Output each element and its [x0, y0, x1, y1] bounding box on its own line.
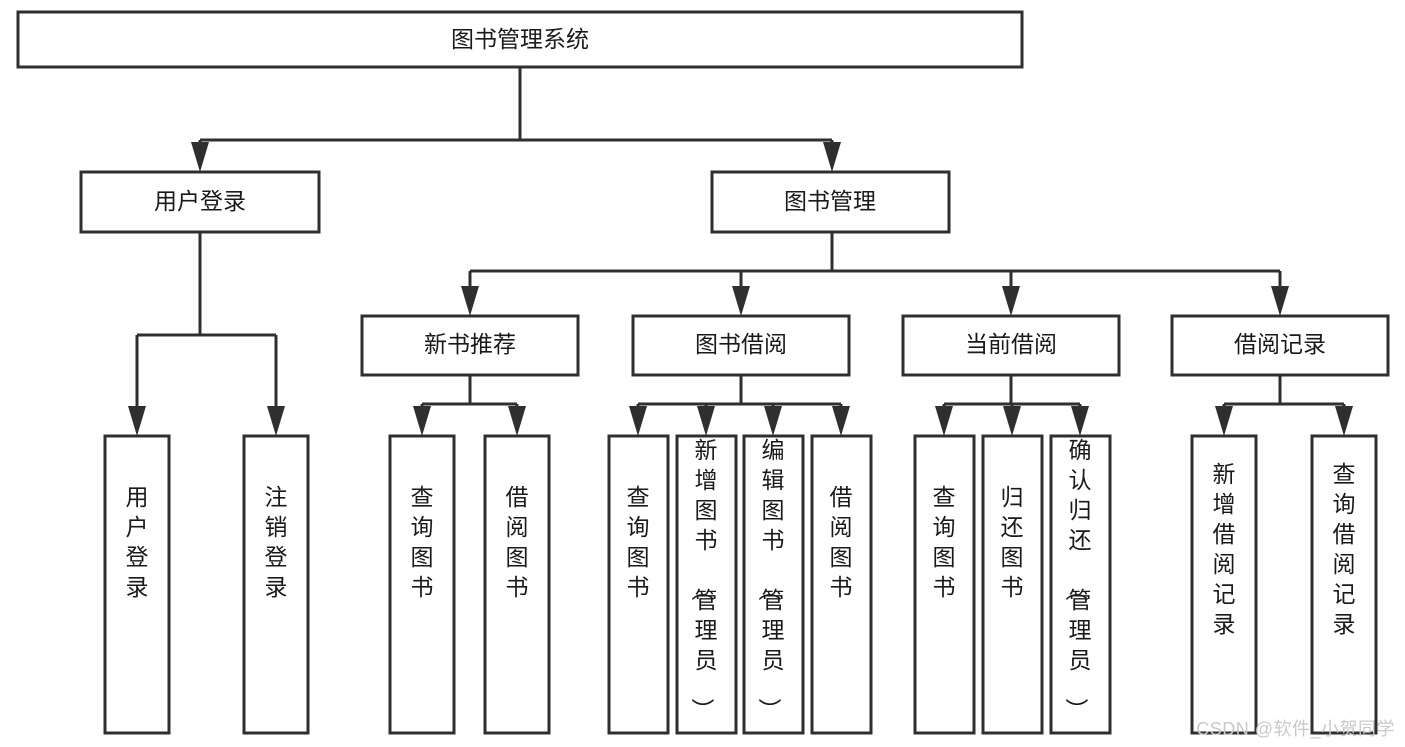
arrow-head-leaf-query-record	[1335, 406, 1353, 436]
node-book-management[interactable]: 图书管理	[710, 170, 951, 234]
node-user-login-box[interactable]	[79, 170, 321, 234]
arrow-head-leaf-confirm-return	[1071, 406, 1089, 436]
leaf-confirm-return-box[interactable]	[1049, 434, 1112, 735]
leaf-logout-box[interactable]	[242, 434, 310, 735]
leaf-query-book-recommend-box[interactable]	[388, 434, 456, 735]
leaf-logout-label: 注销登录	[265, 484, 288, 600]
node-book-borrow-box[interactable]	[631, 314, 851, 377]
leaf-query-book-recommend-label: 查询图书	[411, 484, 434, 600]
node-book-borrow[interactable]: 图书借阅	[631, 314, 851, 377]
leaf-confirm-return-label: 确认归还（管理员）	[1064, 437, 1092, 721]
leaf-borrow-book-box[interactable]	[810, 434, 873, 735]
leaf-node-add-book[interactable]: 新增图书（管理员）	[675, 434, 738, 735]
leaf-node-logout[interactable]: 注销登录	[242, 434, 310, 735]
node-new-book-recommend-label: 新书推荐	[424, 331, 516, 357]
node-book-borrow-label: 图书借阅	[695, 331, 787, 357]
arrow-head-book-borrow	[732, 286, 750, 316]
leaf-node-add-borrow-record[interactable]: 新增借阅记录	[1190, 434, 1258, 735]
leaf-node-borrow-book[interactable]: 借阅图书	[810, 434, 873, 735]
leaf-node-query-book-current[interactable]: 查询图书	[913, 434, 976, 735]
arrow-head-leaf-edit-book	[764, 406, 782, 436]
leaf-edit-book-label: 编辑图书（管理员）	[757, 437, 785, 721]
arrow-head-leaf-query-book-2	[629, 406, 647, 436]
arrow-head-new-book-recommend	[461, 286, 479, 316]
arrow-head-leaf-user-login	[128, 406, 146, 436]
leaf-edit-book-box[interactable]	[742, 434, 805, 735]
node-current-borrow[interactable]: 当前借阅	[901, 314, 1121, 377]
arrow-head-leaf-logout	[267, 406, 285, 436]
connector-group-user-login-to-leaves	[128, 232, 285, 436]
connector-group-current-to-leaves	[935, 375, 1089, 436]
node-book-management-label: 图书管理	[784, 188, 876, 214]
leaf-query-book-borrow-label: 查询图书	[627, 484, 650, 600]
leaf-node-query-book-recommend[interactable]: 查询图书	[388, 434, 456, 735]
leaf-node-edit-book[interactable]: 编辑图书（管理员）	[742, 434, 805, 735]
leaf-query-borrow-record-label: 查询借阅记录	[1333, 461, 1356, 637]
node-root-box[interactable]	[16, 10, 1024, 69]
leaf-add-borrow-record-box[interactable]	[1190, 434, 1258, 735]
arrow-head-user-login	[191, 142, 209, 172]
arrow-head-leaf-add-record	[1215, 406, 1233, 436]
connector-group-root-to-level2	[191, 67, 841, 172]
arrow-head-book-mgmt	[823, 142, 841, 172]
leaf-add-book-label: 新增图书（管理员）	[690, 437, 718, 721]
leaf-return-book-box[interactable]	[981, 434, 1044, 735]
connector-group-borrow-to-leaves	[629, 375, 850, 436]
leaf-node-return-book[interactable]: 归还图书	[981, 434, 1044, 735]
arrow-head-current-borrow	[1002, 286, 1020, 316]
node-borrow-record[interactable]: 借阅记录	[1170, 314, 1390, 377]
leaf-borrow-book-label: 借阅图书	[830, 484, 853, 600]
leaf-user-login-box[interactable]	[103, 434, 171, 735]
leaf-node-query-borrow-record[interactable]: 查询借阅记录	[1310, 434, 1378, 735]
arrow-head-leaf-return-book	[1003, 406, 1021, 436]
node-book-management-box[interactable]	[710, 170, 951, 234]
leaf-query-borrow-record-box[interactable]	[1310, 434, 1378, 735]
node-new-book-recommend-box[interactable]	[360, 314, 580, 377]
leaf-borrow-book-recommend-label: 借阅图书	[506, 484, 529, 600]
csdn-watermark: CSDN @软件_小贺同学	[1196, 719, 1395, 739]
connector-group-recommend-to-leaves	[413, 375, 526, 436]
leaf-add-borrow-record-label: 新增借阅记录	[1213, 461, 1236, 637]
leaf-borrow-book-recommend-box[interactable]	[483, 434, 551, 735]
leaf-return-book-label: 归还图书	[1001, 484, 1024, 600]
node-root-book-management-system[interactable]: 图书管理系统	[16, 10, 1024, 69]
leaf-node-user-login[interactable]: 用户登录	[103, 434, 171, 735]
node-borrow-record-box[interactable]	[1170, 314, 1390, 377]
arrow-head-leaf-borrow-book-2	[832, 406, 850, 436]
node-user-login-label: 用户登录	[154, 188, 246, 214]
arrow-head-leaf-query-book-1	[413, 406, 431, 436]
connector-group-book-mgmt-to-level3	[461, 232, 1289, 316]
node-root-label: 图书管理系统	[451, 26, 589, 52]
node-new-book-recommend[interactable]: 新书推荐	[360, 314, 580, 377]
arrow-head-leaf-query-book-3	[935, 406, 953, 436]
node-current-borrow-box[interactable]	[901, 314, 1121, 377]
leaf-node-borrow-book-recommend[interactable]: 借阅图书	[483, 434, 551, 735]
arrow-head-leaf-borrow-book-1	[508, 406, 526, 436]
node-current-borrow-label: 当前借阅	[965, 331, 1057, 357]
connector-group-record-to-leaves	[1215, 375, 1353, 436]
arrow-head-leaf-add-book	[697, 406, 715, 436]
leaf-query-book-current-label: 查询图书	[933, 484, 956, 600]
leaf-node-confirm-return[interactable]: 确认归还（管理员）	[1049, 434, 1112, 735]
leaf-query-book-current-box[interactable]	[913, 434, 976, 735]
arrow-head-borrow-record	[1271, 286, 1289, 316]
node-user-login[interactable]: 用户登录	[79, 170, 321, 234]
leaf-user-login-label: 用户登录	[126, 484, 149, 600]
leaf-node-query-book-borrow[interactable]: 查询图书	[607, 434, 670, 735]
leaf-query-book-borrow-box[interactable]	[607, 434, 670, 735]
leaf-add-book-box[interactable]	[675, 434, 738, 735]
node-borrow-record-label: 借阅记录	[1234, 331, 1326, 357]
